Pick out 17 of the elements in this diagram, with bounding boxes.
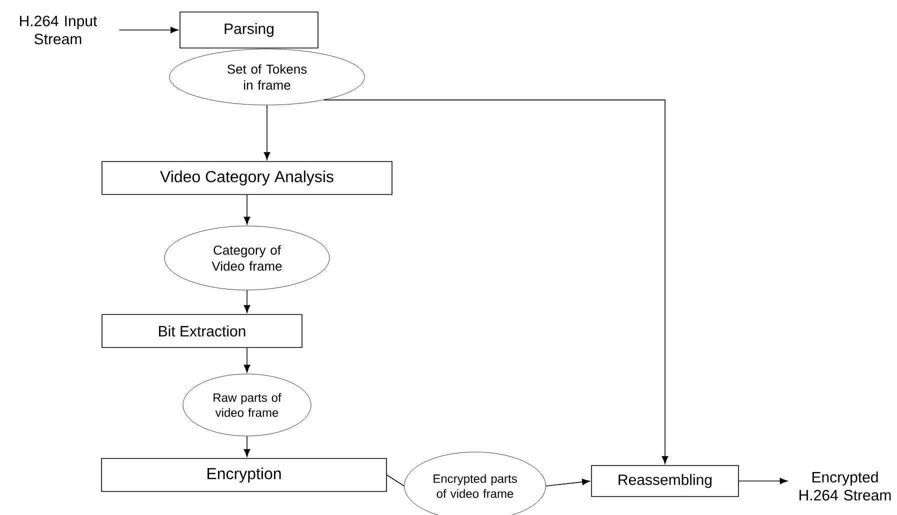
arrow [244, 436, 250, 457]
arrow [244, 290, 250, 313]
arrow [244, 194, 250, 225]
arrow [738, 478, 788, 484]
process-box: Bit Extraction [102, 314, 302, 348]
arrow [323, 100, 668, 464]
arrow [244, 348, 250, 373]
text-label: H.264 Input Stream [20, 16, 98, 44]
process-box: Video Category Analysis [102, 161, 392, 195]
arrow [118, 26, 178, 34]
process-box: Reassembling [591, 465, 739, 497]
process-box: Parsing [180, 12, 318, 48]
process-box: Encryption [101, 458, 387, 492]
arrow [264, 104, 270, 160]
text-label: Encrypted H.264 Stream [800, 472, 891, 500]
arrow [546, 478, 590, 486]
connector-line [386, 474, 404, 486]
